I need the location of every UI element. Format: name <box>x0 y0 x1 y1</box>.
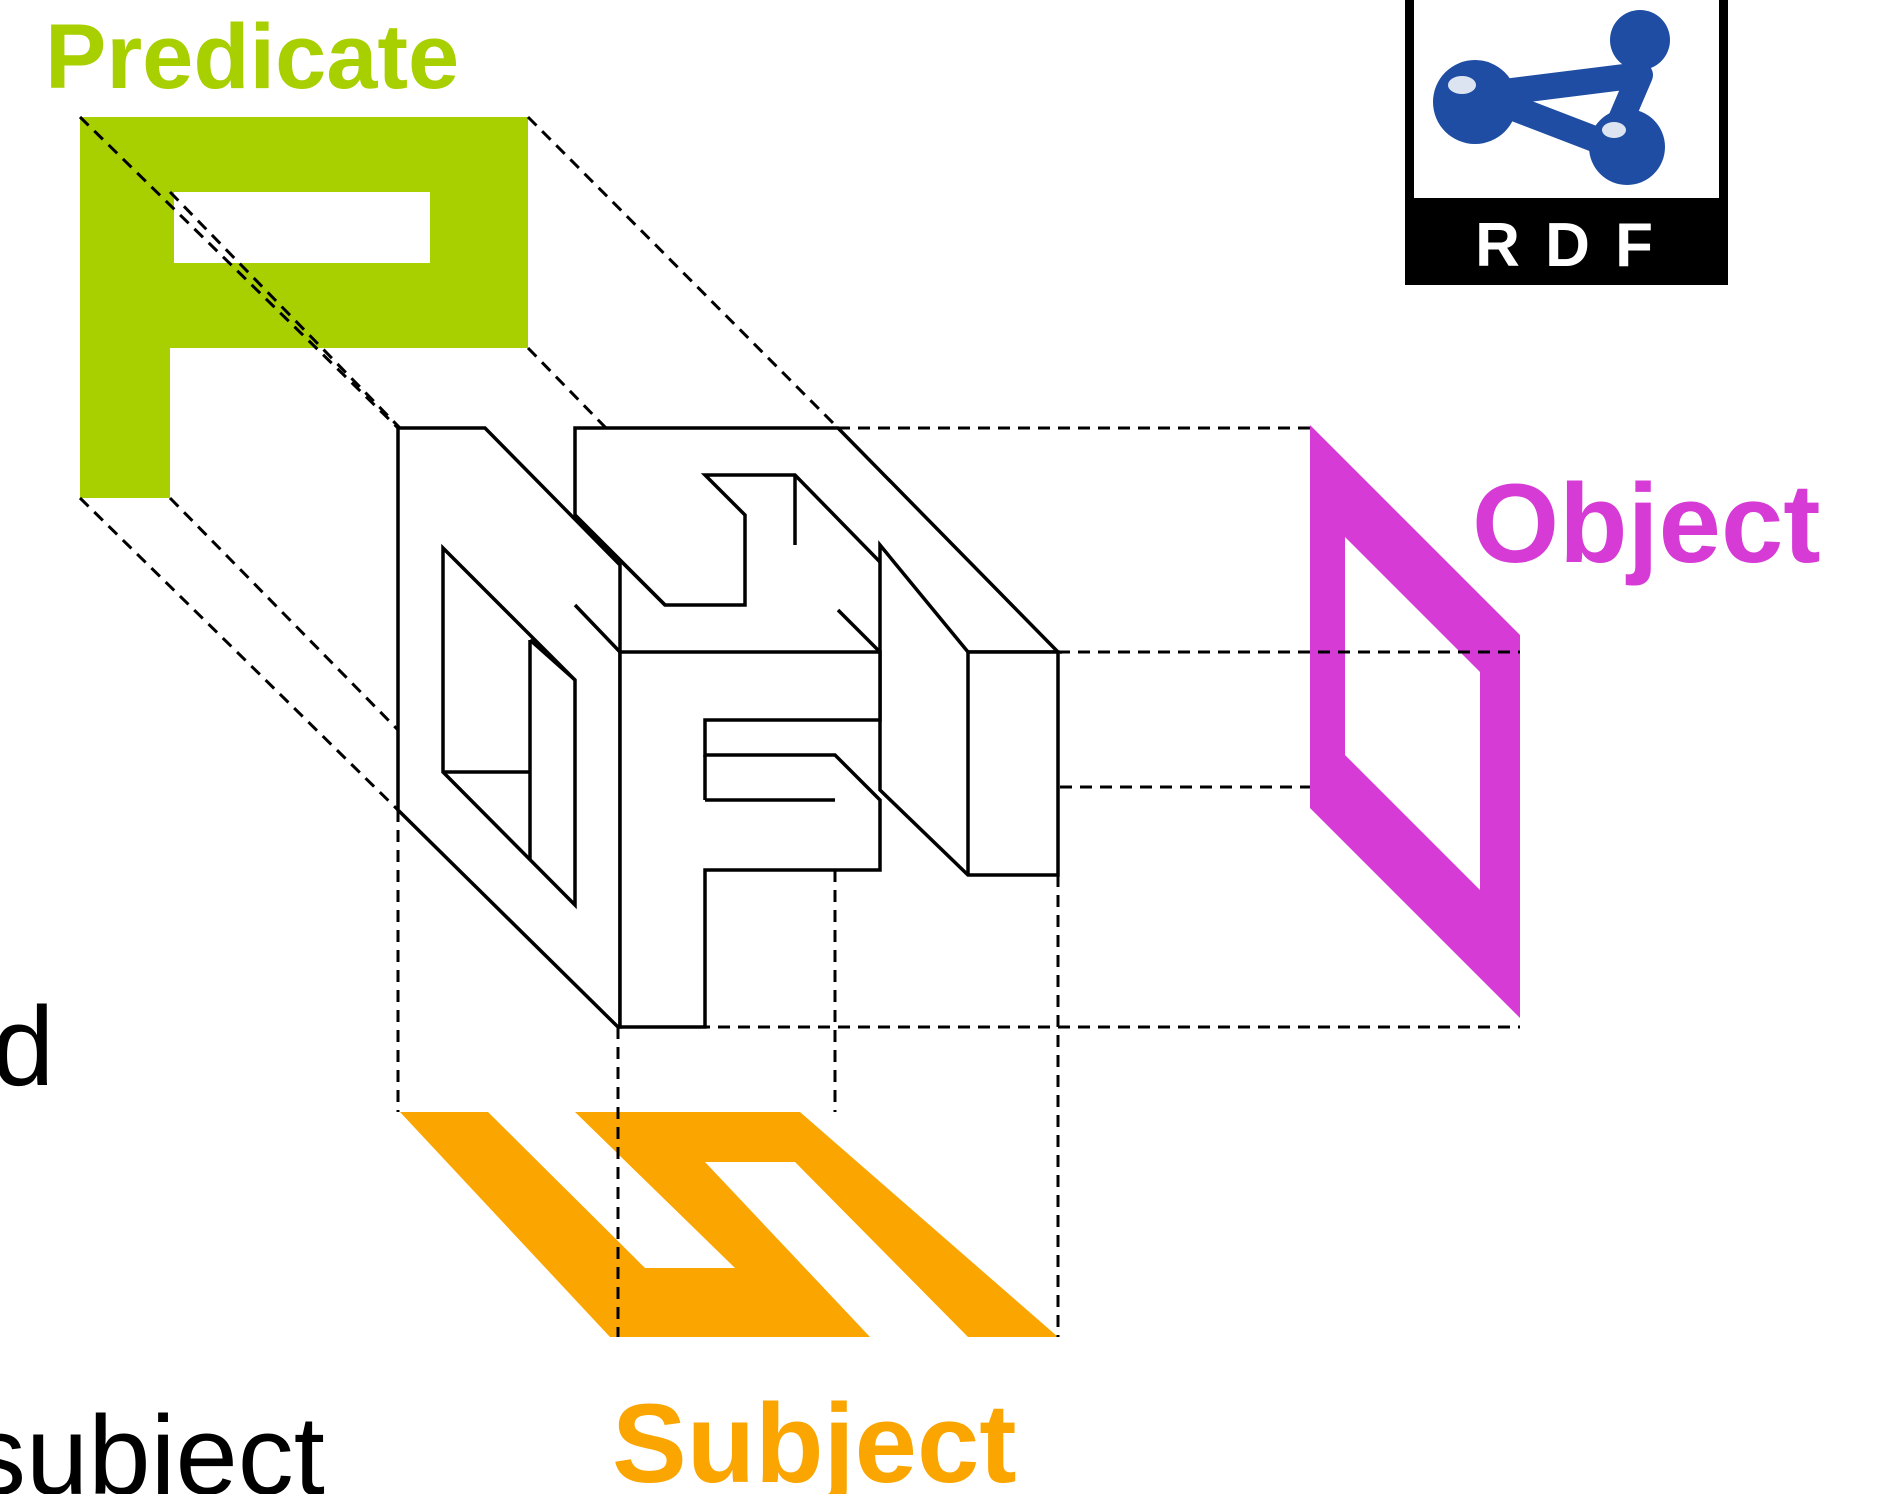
block-edge <box>573 513 667 607</box>
block-r-window <box>441 543 577 910</box>
object-shape <box>1310 425 1520 1018</box>
predicate-label: Predicate <box>45 6 459 108</box>
dash-line <box>78 115 400 430</box>
logo-text: R D F <box>1475 211 1657 280</box>
block-s-piece <box>573 426 1063 654</box>
projection-lines <box>78 115 1520 1337</box>
side-text-line2: subject <box>0 1393 325 1494</box>
object-label: Object <box>1472 461 1821 586</box>
subject-projection <box>400 1112 1058 1337</box>
dash-line <box>168 190 472 502</box>
dash-line <box>168 496 400 732</box>
predicate-projection <box>80 117 528 498</box>
dash-line <box>78 496 400 812</box>
object-projection <box>1310 425 1520 1018</box>
block-f-piece <box>618 650 882 1029</box>
predicate-p-shape <box>80 117 528 498</box>
rdf-logo: R D F <box>1405 0 1728 285</box>
block-edge <box>528 638 577 682</box>
subject-label: Subject <box>612 1381 1017 1494</box>
block-edge <box>836 608 882 654</box>
dash-line <box>526 115 840 430</box>
logo-molecule-icon <box>1433 10 1670 185</box>
rdf-3d-block <box>396 426 1063 1029</box>
subject-s-shape <box>400 1112 1058 1337</box>
side-text-line1: d <box>0 984 54 1109</box>
block-edge <box>573 603 622 654</box>
